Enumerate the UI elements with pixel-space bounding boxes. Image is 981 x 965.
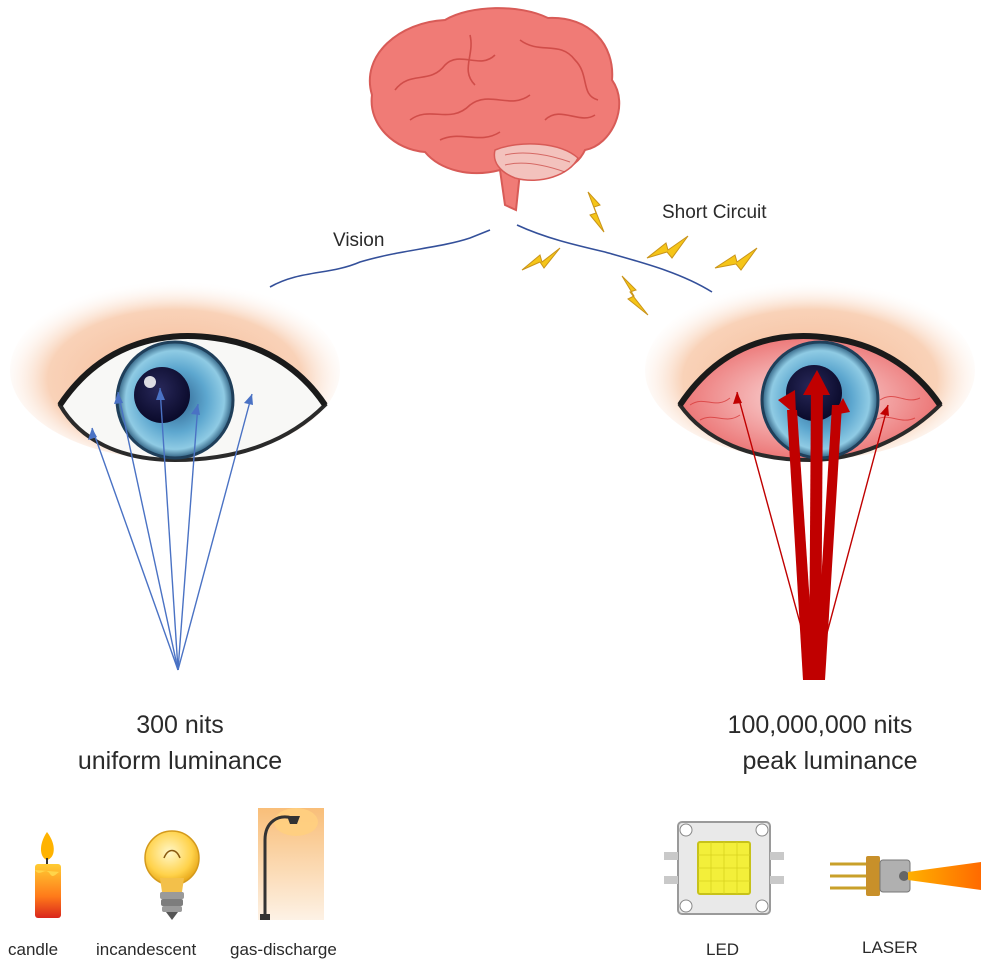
led-chip-icon bbox=[664, 822, 784, 914]
left-luminance-value: 300 nits bbox=[60, 708, 300, 742]
bloodshot-eye-icon bbox=[645, 280, 975, 460]
candle-label: candle bbox=[8, 940, 58, 960]
brain-icon bbox=[370, 8, 619, 210]
eye-icon bbox=[10, 280, 340, 460]
laser-diode-icon bbox=[830, 856, 981, 896]
right-luminance-description: peak luminance bbox=[710, 744, 950, 778]
right-luminance-value: 100,000,000 nits bbox=[690, 708, 950, 742]
light-bulb-icon bbox=[145, 831, 199, 920]
gas-discharge-label: gas-discharge bbox=[230, 940, 337, 960]
vision-label: Vision bbox=[333, 230, 384, 252]
short-circuit-label: Short Circuit bbox=[662, 202, 767, 224]
candle-icon bbox=[35, 832, 61, 918]
laser-label: LASER bbox=[862, 938, 918, 958]
left-luminance-description: uniform luminance bbox=[40, 744, 320, 778]
incandescent-label: incandescent bbox=[96, 940, 196, 960]
led-label: LED bbox=[706, 940, 739, 960]
street-lamp-icon bbox=[258, 808, 324, 920]
